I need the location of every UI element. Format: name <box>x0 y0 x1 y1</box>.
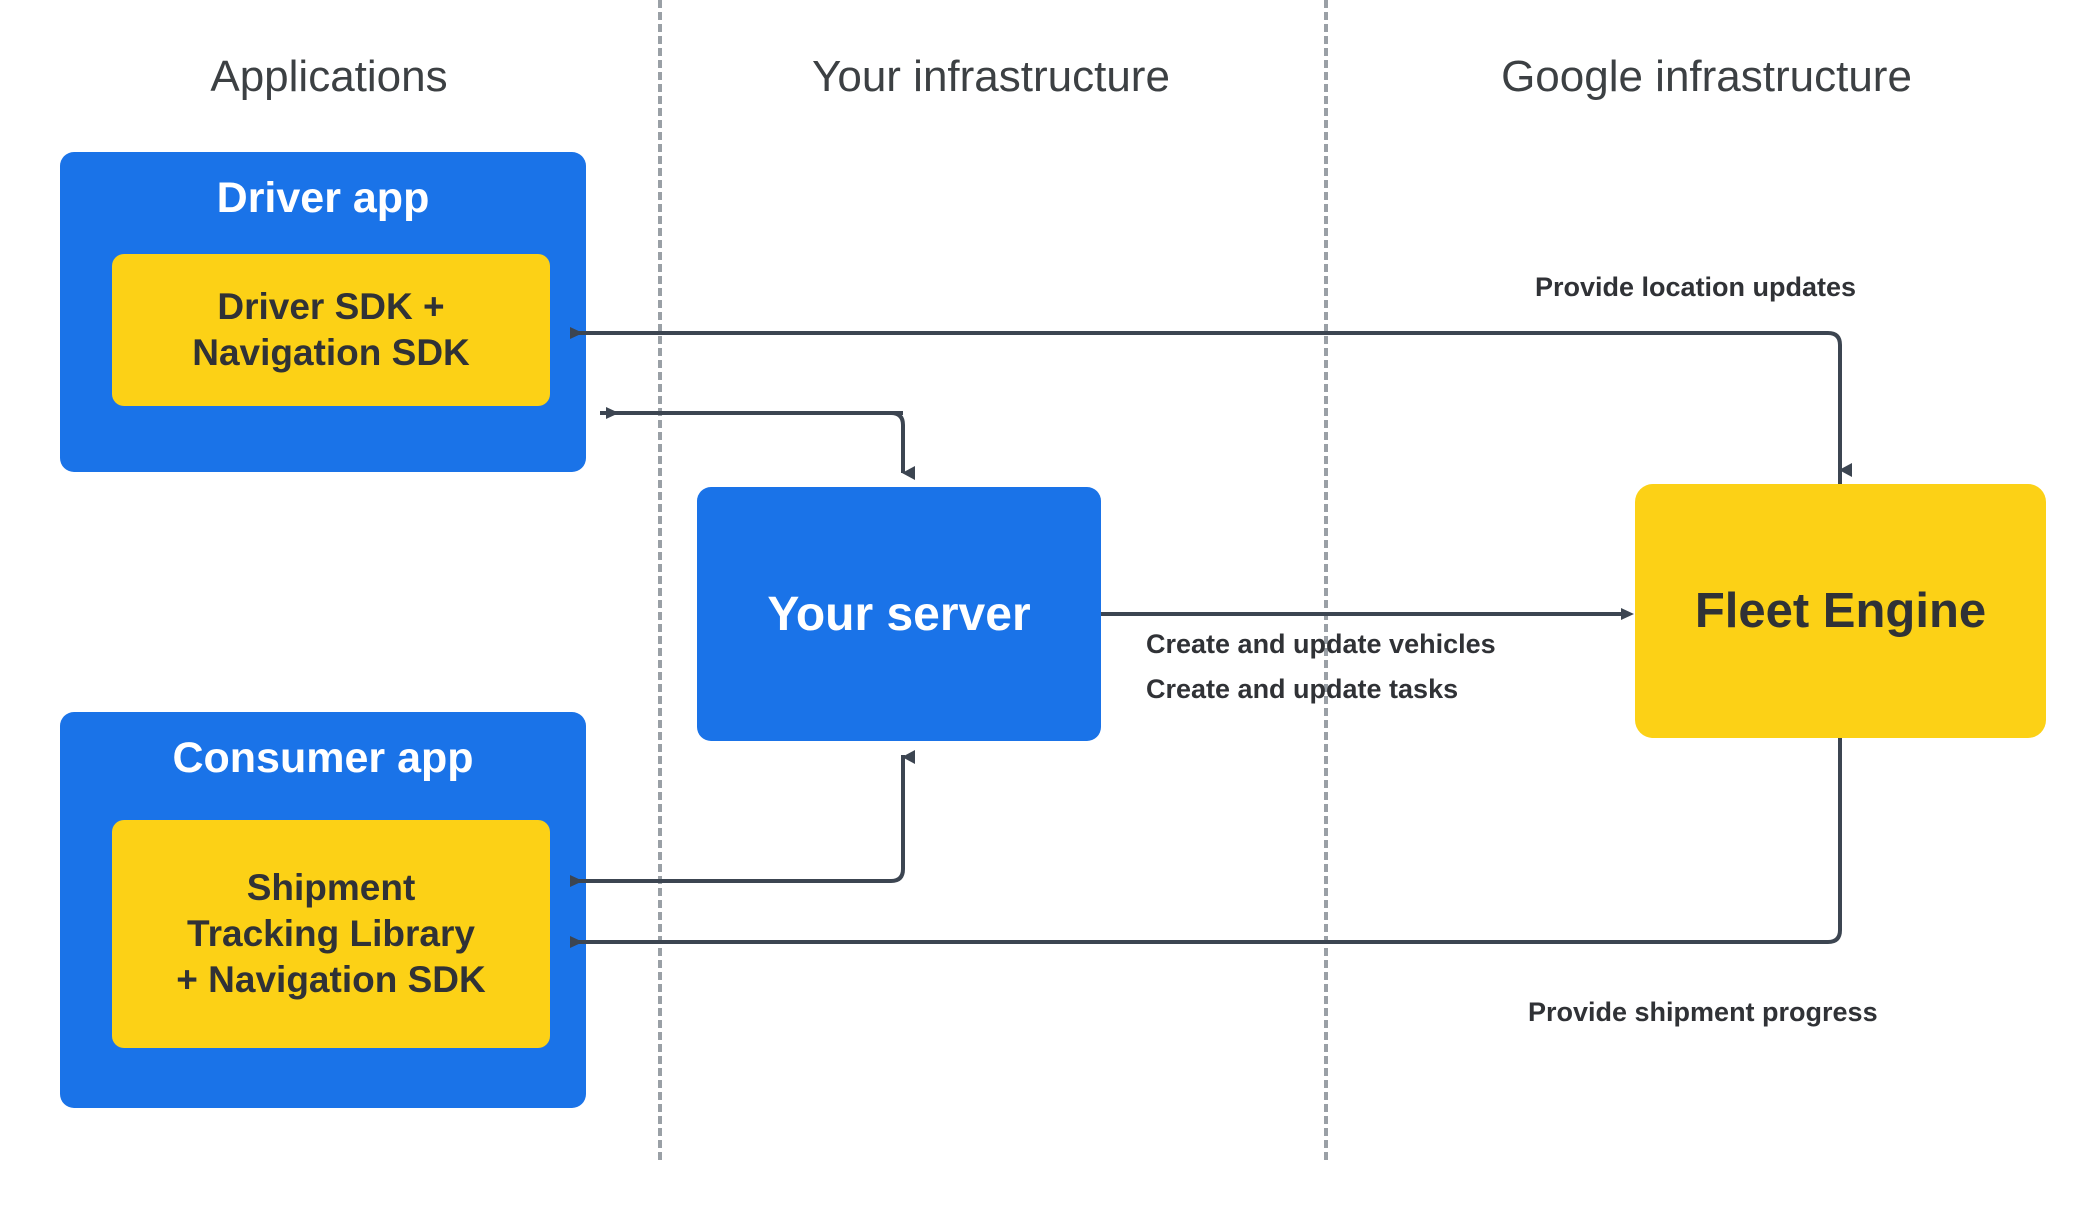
column-heading-your-infrastructure: Your infrastructure <box>812 52 1170 101</box>
driver-app-title: Driver app <box>216 174 430 222</box>
consumer-app-box[interactable]: Consumer app Shipment Tracking Library +… <box>60 712 586 1108</box>
consumer-sdk-line-2: Tracking Library <box>187 913 475 955</box>
your-server-title: Your server <box>767 587 1031 641</box>
consumer-sdk-box[interactable]: Shipment Tracking Library + Navigation S… <box>112 820 550 1048</box>
driver-app-box[interactable]: Driver app Driver SDK + Navigation SDK <box>60 152 586 472</box>
driver-sdk-box[interactable]: Driver SDK + Navigation SDK <box>112 254 550 406</box>
your-server-box[interactable]: Your server <box>697 487 1101 741</box>
column-heading-google-infrastructure: Google infrastructure <box>1501 52 1912 101</box>
fleet-engine-title: Fleet Engine <box>1694 584 1987 638</box>
divider-infrastructure-google <box>1324 0 1328 1160</box>
divider-applications-infrastructure <box>658 0 662 1160</box>
consumer-app-title: Consumer app <box>172 734 474 782</box>
connector-fleet-engine-to-consumer-app <box>570 738 1842 948</box>
driver-sdk-line-1: Driver SDK + <box>217 286 445 328</box>
connector-your-server-to-consumer-app <box>570 755 905 887</box>
column-heading-applications: Applications <box>210 52 448 101</box>
driver-sdk-line-2: Navigation SDK <box>192 332 470 373</box>
fleet-engine-box[interactable]: Fleet Engine <box>1635 484 2046 738</box>
connector-fleet-engine-to-driver-sdk <box>570 327 1842 484</box>
label-create-update-tasks: Create and update tasks <box>1146 674 1459 704</box>
connector-driver-app-to-your-server <box>600 411 915 480</box>
label-create-update-vehicles: Create and update vehicles <box>1146 629 1496 659</box>
consumer-sdk-line-3: + Navigation SDK <box>176 958 486 1000</box>
label-provide-shipment-progress: Provide shipment progress <box>1528 997 1878 1027</box>
consumer-sdk-line-1: Shipment <box>246 867 416 909</box>
label-provide-location-updates: Provide location updates <box>1535 272 1857 302</box>
